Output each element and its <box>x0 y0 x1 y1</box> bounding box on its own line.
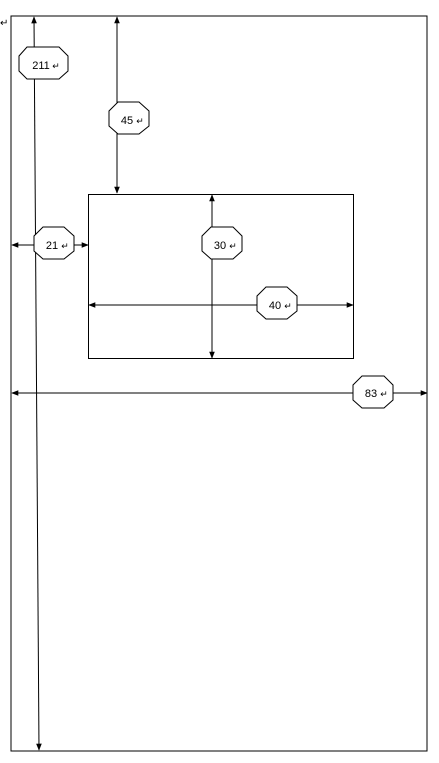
octagon-badge <box>256 286 298 320</box>
label-top-offset: 45 ↵ <box>108 101 150 135</box>
octagon-badge <box>352 375 394 409</box>
label-total-width: 83 ↵ <box>352 375 394 409</box>
label-total-height: 211 ↵ <box>18 46 69 80</box>
label-value: 211 <box>32 60 50 72</box>
label-return-mark: ↵ <box>52 61 60 71</box>
label-left-offset: 21 ↵ <box>33 226 75 260</box>
label-return-mark: ↵ <box>61 241 69 251</box>
label-return-mark: ↵ <box>284 301 292 311</box>
label-value: 30 <box>214 240 226 252</box>
inner-rectangle <box>88 194 354 359</box>
label-return-mark: ↵ <box>136 116 144 126</box>
label-return-mark: ↵ <box>229 241 237 251</box>
octagon-badge <box>108 101 150 135</box>
octagon-badge <box>201 226 243 260</box>
label-value: 21 <box>46 240 58 252</box>
label-return-mark: ↵ <box>380 389 388 399</box>
label-value: 40 <box>269 300 281 312</box>
outer-rectangle <box>10 15 428 752</box>
total-height-dimension-line <box>31 16 42 751</box>
octagon-badge <box>33 226 75 260</box>
label-inner-width: 40 ↵ <box>256 286 298 320</box>
label-inner-height: 30 ↵ <box>201 226 243 260</box>
label-value: 45 <box>121 115 133 127</box>
octagon-badge <box>18 46 69 80</box>
corner-return-mark: ↵ <box>0 18 8 29</box>
label-value: 83 <box>365 388 377 400</box>
